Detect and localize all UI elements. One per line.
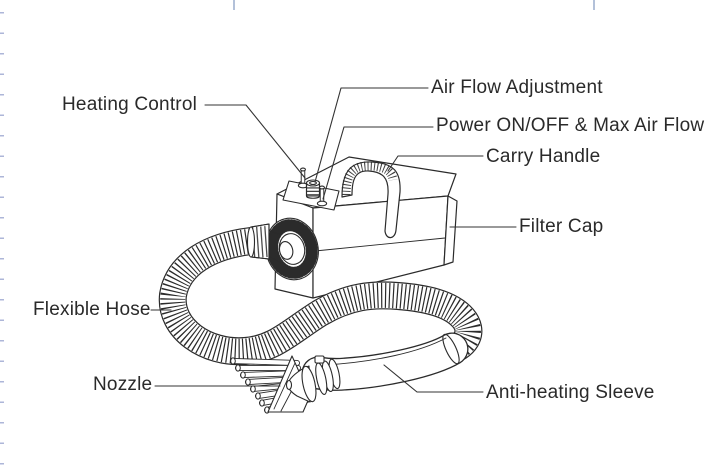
leader-lines (150, 87, 517, 393)
leader-anti-heating-sleeve (383, 364, 484, 393)
power-switch (316, 185, 328, 207)
top-guide-tick-right (593, 0, 595, 10)
label-air-flow-adjustment: Air Flow Adjustment (431, 77, 603, 98)
label-flexible-hose: Flexible Hose (33, 299, 151, 320)
hose-collar (246, 223, 270, 260)
filter-cap (443, 195, 458, 266)
flexible-hose (158, 227, 483, 366)
control-panel (282, 167, 340, 211)
label-anti-heating-sleeve: Anti-heating Sleeve (486, 382, 655, 403)
nozzle-cone (285, 365, 317, 403)
label-power-on-off: Power ON/OFF & Max Air Flow (436, 115, 705, 136)
leader-power-on-off (322, 126, 434, 200)
label-carry-handle: Carry Handle (486, 146, 601, 167)
nozzle-collar-rings (314, 355, 341, 395)
leader-carry-handle (387, 155, 484, 172)
label-heating-control: Heating Control (62, 94, 198, 115)
leader-air-flow-adjustment (314, 87, 429, 183)
heating-control-switch (297, 167, 309, 189)
air-flow-knob (305, 179, 321, 199)
label-nozzle: Nozzle (93, 374, 153, 395)
carry-handle (341, 161, 401, 239)
label-filter-cap: Filter Cap (519, 216, 604, 237)
top-guide-tick-left (233, 0, 235, 10)
leader-heating-control (204, 104, 306, 179)
anti-heating-sleeve (301, 332, 469, 391)
